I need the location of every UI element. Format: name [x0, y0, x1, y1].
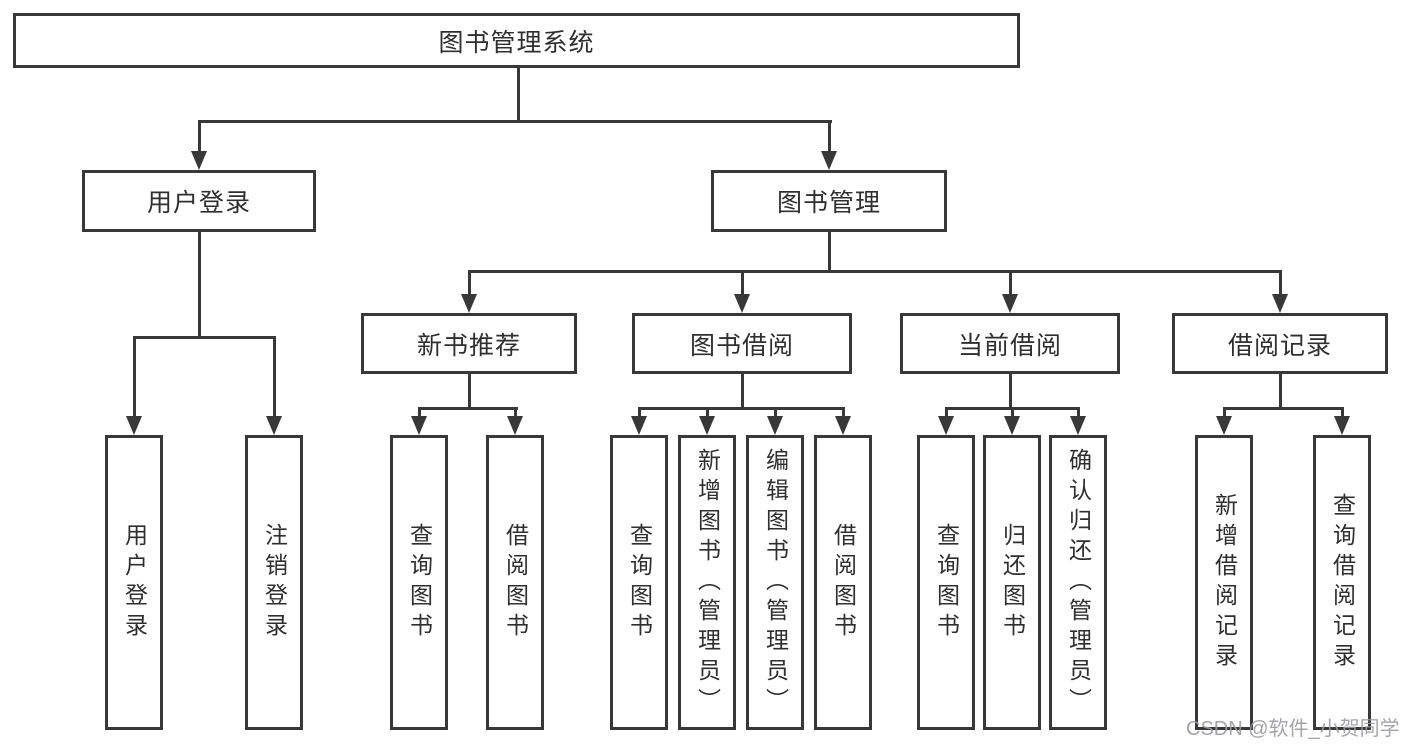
connector-stem [468, 374, 471, 407]
leaf-borrow-books-2: 借阅图书 [814, 435, 872, 730]
connector-drop [638, 407, 641, 418]
leaf-edit-books-admin: 编辑图书（管理员） [746, 435, 804, 730]
leaf-label: 新增图书（管理员） [694, 447, 721, 718]
connector-drop [741, 270, 744, 295]
connector-drop [1011, 407, 1014, 418]
leaf-user-login: 用户登录 [105, 435, 163, 730]
node-label: 借阅记录 [1227, 331, 1332, 360]
leaf-logout: 注销登录 [245, 435, 303, 730]
connector-bar [418, 407, 518, 410]
leaf-query-books-2: 查询图书 [610, 435, 668, 730]
node-root-library-system: 图书管理系统 [13, 13, 1020, 68]
csdn-watermark: CSDN @软件_小贺同学 [1186, 718, 1400, 740]
leaf-label: 查询图书 [933, 522, 960, 643]
node-label: 用户登录 [146, 189, 251, 217]
connector-bar [1223, 407, 1343, 410]
arrow-down-icon [767, 416, 783, 435]
connector-stem [198, 232, 201, 336]
arrow-down-icon [461, 294, 477, 313]
node-new-book-recommend: 新书推荐 [361, 313, 577, 374]
arrow-down-icon [411, 416, 427, 435]
node-label: 当前借阅 [957, 331, 1062, 360]
connector-stem [517, 68, 520, 120]
connector-stem [741, 374, 744, 407]
arrow-down-icon [734, 294, 750, 313]
arrow-down-icon [1216, 416, 1232, 435]
arrow-down-icon [699, 416, 715, 435]
leaf-query-books-3: 查询图书 [917, 435, 975, 730]
leaf-add-borrow-record: 新增借阅记录 [1195, 435, 1253, 730]
node-borrowing-records: 借阅记录 [1172, 313, 1388, 374]
leaf-return-books: 归还图书 [983, 435, 1041, 730]
connector-stem [1009, 374, 1012, 407]
connector-bar [468, 270, 1282, 273]
leaf-label: 查询图书 [626, 522, 653, 643]
node-user-login: 用户登录 [82, 170, 316, 232]
connector-drop [418, 407, 421, 418]
connector-bar [198, 120, 832, 123]
arrow-down-icon [191, 151, 207, 170]
connector-drop [774, 407, 777, 418]
connector-drop [828, 120, 831, 153]
connector-drop [842, 407, 845, 418]
leaf-query-borrow-record: 查询借阅记录 [1313, 435, 1371, 730]
connector-drop [514, 407, 517, 418]
connector-drop [945, 407, 948, 418]
arrow-down-icon [126, 416, 142, 435]
leaf-borrow-books-1: 借阅图书 [486, 435, 544, 730]
leaf-label: 查询图书 [406, 522, 433, 643]
leaf-label: 查询借阅记录 [1329, 492, 1356, 673]
arrow-down-icon [1002, 294, 1018, 313]
arrow-down-icon [821, 151, 837, 170]
leaf-label: 借阅图书 [502, 522, 529, 643]
leaf-label: 用户登录 [121, 522, 148, 643]
connector-bar [133, 336, 276, 339]
connector-bar [638, 407, 845, 410]
leaf-add-books-admin: 新增图书（管理员） [678, 435, 736, 730]
connector-drop [468, 270, 471, 295]
arrow-down-icon [266, 416, 282, 435]
node-book-borrowing: 图书借阅 [632, 313, 852, 374]
arrow-down-icon [1334, 416, 1350, 435]
connector-stem [828, 232, 831, 270]
connector-drop [1009, 270, 1012, 295]
node-label: 新书推荐 [416, 331, 521, 360]
connector-drop [198, 120, 201, 153]
connector-drop [273, 336, 276, 417]
leaf-query-books-1: 查询图书 [390, 435, 448, 730]
node-book-management: 图书管理 [711, 170, 947, 232]
leaf-label: 确认归还（管理员） [1065, 447, 1092, 718]
arrow-down-icon [1272, 294, 1288, 313]
arrow-down-icon [835, 416, 851, 435]
arrow-down-icon [1070, 416, 1086, 435]
connector-drop [1223, 407, 1226, 418]
connector-drop [133, 336, 136, 417]
arrow-down-icon [507, 416, 523, 435]
connector-stem [1279, 374, 1282, 407]
node-label: 图书借阅 [689, 331, 794, 360]
connector-drop [1341, 407, 1344, 418]
node-label: 图书管理 [776, 189, 881, 217]
arrow-down-icon [1004, 416, 1020, 435]
connector-drop [1077, 407, 1080, 418]
leaf-label: 编辑图书（管理员） [762, 447, 789, 718]
leaf-label: 归还图书 [999, 522, 1026, 643]
arrow-down-icon [631, 416, 647, 435]
arrow-down-icon [938, 416, 954, 435]
leaf-label: 注销登录 [261, 522, 288, 643]
connector-drop [706, 407, 709, 418]
connector-drop [1279, 270, 1282, 295]
leaf-label: 新增借阅记录 [1211, 492, 1238, 673]
node-current-borrowing: 当前借阅 [900, 313, 1120, 374]
leaf-label: 借阅图书 [830, 522, 857, 643]
node-label: 图书管理系统 [438, 28, 595, 57]
leaf-confirm-return-admin: 确认归还（管理员） [1049, 435, 1107, 730]
